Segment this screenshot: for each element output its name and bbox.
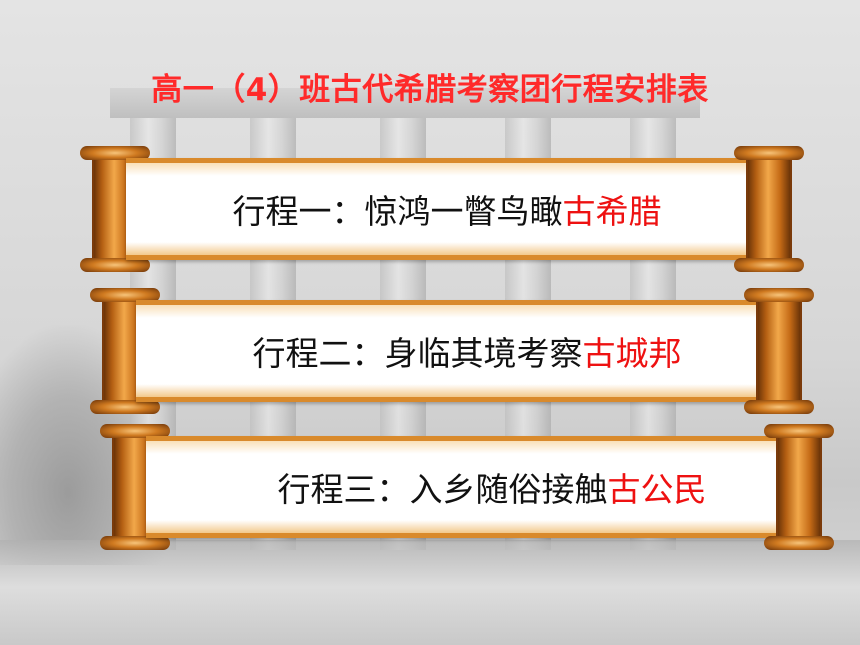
itinerary-scroll-3: 行程三：入乡随俗接触古公民 xyxy=(100,424,834,550)
itinerary-text-2: 行程二：身临其境考察古城邦 xyxy=(102,327,802,375)
scroll-rod-right xyxy=(744,288,814,414)
scroll-rod-right xyxy=(734,146,804,272)
itinerary-scroll-2: 行程二：身临其境考察古城邦 xyxy=(90,288,814,414)
itinerary-text-1: 行程一：惊鸿一瞥鸟瞰古希腊 xyxy=(92,185,792,233)
itinerary-prefix: 行程三：入乡随俗接触 xyxy=(277,470,608,509)
background-entablature xyxy=(110,88,700,118)
scroll-paper xyxy=(126,158,758,260)
scroll-rod-right xyxy=(764,424,834,550)
itinerary-highlight: 古希腊 xyxy=(562,192,662,231)
background-ground xyxy=(0,540,860,645)
itinerary-scroll-1: 行程一：惊鸿一瞥鸟瞰古希腊 xyxy=(80,146,804,272)
scroll-paper xyxy=(146,436,788,538)
scroll-paper xyxy=(136,300,768,402)
itinerary-prefix: 行程二：身临其境考察 xyxy=(252,334,583,373)
itinerary-prefix: 行程一：惊鸿一瞥鸟瞰 xyxy=(232,192,563,231)
itinerary-text-3: 行程三：入乡随俗接触古公民 xyxy=(112,463,822,511)
page-title: 高一（4）班古代希腊考察团行程安排表 xyxy=(151,72,709,108)
itinerary-highlight: 古公民 xyxy=(607,470,707,509)
itinerary-highlight: 古城邦 xyxy=(582,334,682,373)
